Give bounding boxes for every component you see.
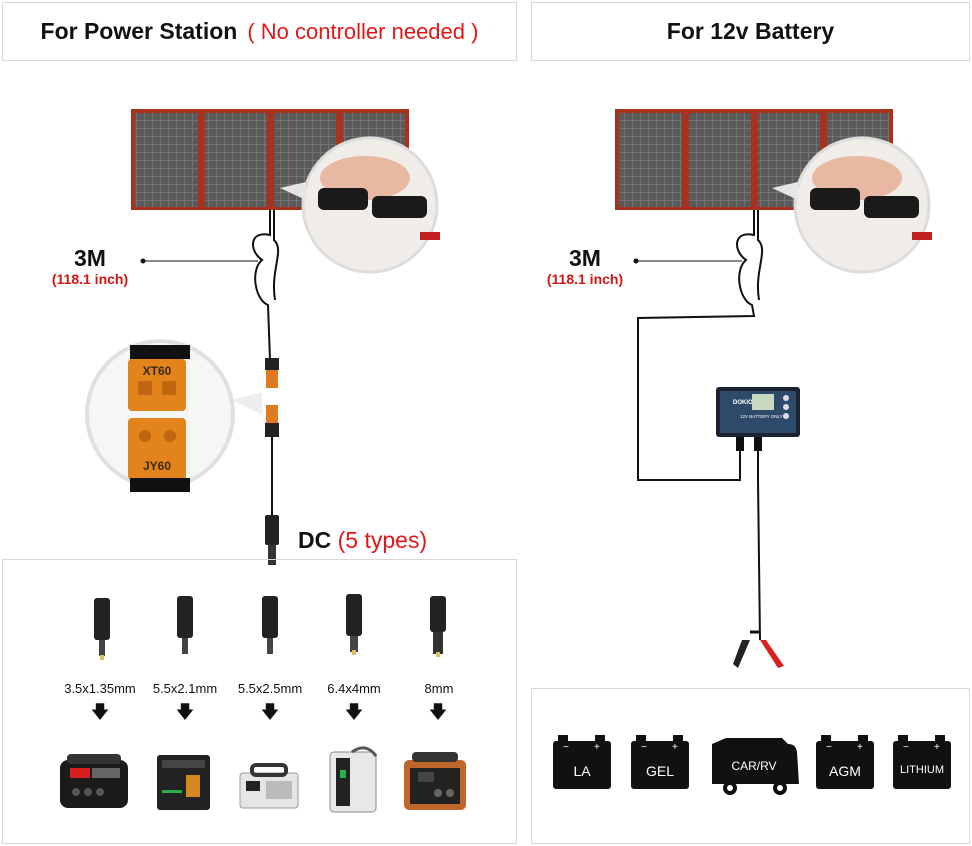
power-station-3 <box>239 763 299 809</box>
down-arrow-icon: 🡇 <box>260 702 280 722</box>
right-length-inch: (118.1 inch) <box>546 271 624 287</box>
svg-text:+: + <box>594 742 600 753</box>
svg-text:−: − <box>641 742 647 753</box>
battery-label-la: LA <box>573 763 591 779</box>
dc-tip-2 <box>177 596 193 654</box>
tip-label-2: 5.5x2.1mm <box>152 681 218 696</box>
tip-label-1: 3.5x1.35mm <box>64 681 136 696</box>
battery-label-lithium: LITHIUM <box>900 764 944 776</box>
xt60-inline-connector <box>265 358 279 565</box>
down-arrow-icon: 🡇 <box>90 702 110 722</box>
alligator-clamps <box>733 630 784 668</box>
right-length-m: 3M <box>569 245 601 271</box>
tip-label-5: 8mm <box>424 681 454 696</box>
tip-label-3: 5.5x2.5mm <box>237 681 303 696</box>
xt60-label: XT60 <box>143 364 172 378</box>
dc-tips <box>94 594 446 660</box>
left-title: For Power Station <box>40 18 238 44</box>
left-length-inch: (118.1 inch) <box>51 271 129 287</box>
battery-lithium: − + LITHIUM <box>893 735 951 789</box>
power-station-4 <box>329 746 378 813</box>
jy60-label: JY60 <box>143 459 171 473</box>
controller-text: 12V BATTERY ONLY <box>740 414 783 419</box>
tip-label-4: 6.4x4mm <box>327 681 381 696</box>
svg-text:+: + <box>672 742 678 753</box>
svg-text:+: + <box>934 742 940 753</box>
dc-tip-1 <box>94 598 110 660</box>
right-header-box <box>531 2 970 61</box>
right-cable-length: 3M (118.1 inch) <box>535 245 635 287</box>
battery-icons: − + LA − + GEL CAR/RV − + AGM <box>553 735 951 795</box>
left-zoom-circle <box>280 136 440 274</box>
controller-brand: DOKIO <box>733 400 753 406</box>
svg-text:−: − <box>826 742 832 753</box>
right-cable <box>637 210 764 641</box>
battery-label-car-rv: CAR/RV <box>731 759 776 773</box>
left-header-box <box>2 2 517 61</box>
dc-tip-3 <box>262 596 278 654</box>
down-arrow-icon: 🡇 <box>175 702 195 722</box>
battery-label-agm: AGM <box>829 763 861 779</box>
car-rv-icon: CAR/RV <box>712 738 799 795</box>
dc-types: (5 types) <box>337 527 428 553</box>
right-header: For 12v Battery <box>531 2 970 61</box>
battery-types-box <box>531 688 970 844</box>
left-length-m: 3M <box>74 245 106 271</box>
xt60-zoom-circle: XT60 JY60 <box>85 339 262 492</box>
svg-text:−: − <box>903 742 909 753</box>
battery-label-gel: GEL <box>646 763 674 779</box>
power-station-1 <box>60 754 128 808</box>
left-header: For Power Station ( No controller needed… <box>2 2 517 61</box>
power-stations <box>60 746 466 813</box>
power-station-5 <box>404 752 466 810</box>
battery-agm: − + AGM <box>816 735 874 789</box>
power-station-2 <box>157 755 210 810</box>
left-cable-length: 3M (118.1 inch) <box>40 245 140 287</box>
down-arrow-icon: 🡇 <box>344 702 364 722</box>
left-note: ( No controller needed ) <box>247 18 479 44</box>
dc-tips-box <box>2 559 517 844</box>
battery-la: − + LA <box>553 735 611 789</box>
dc-label: DC (5 types) <box>298 527 427 554</box>
charge-controller: DOKIO 12V BATTERY ONLY <box>716 387 800 451</box>
dc-text: DC <box>298 527 332 553</box>
dc-tip-5 <box>430 596 446 657</box>
svg-text:−: − <box>563 742 569 753</box>
right-title: For 12v Battery <box>666 18 835 44</box>
dc-tip-4 <box>346 594 362 655</box>
down-arrow-icon: 🡇 <box>428 702 448 722</box>
left-cable <box>252 210 280 361</box>
svg-text:+: + <box>857 742 863 753</box>
right-zoom-circle <box>772 136 932 274</box>
battery-gel: − + GEL <box>631 735 689 789</box>
